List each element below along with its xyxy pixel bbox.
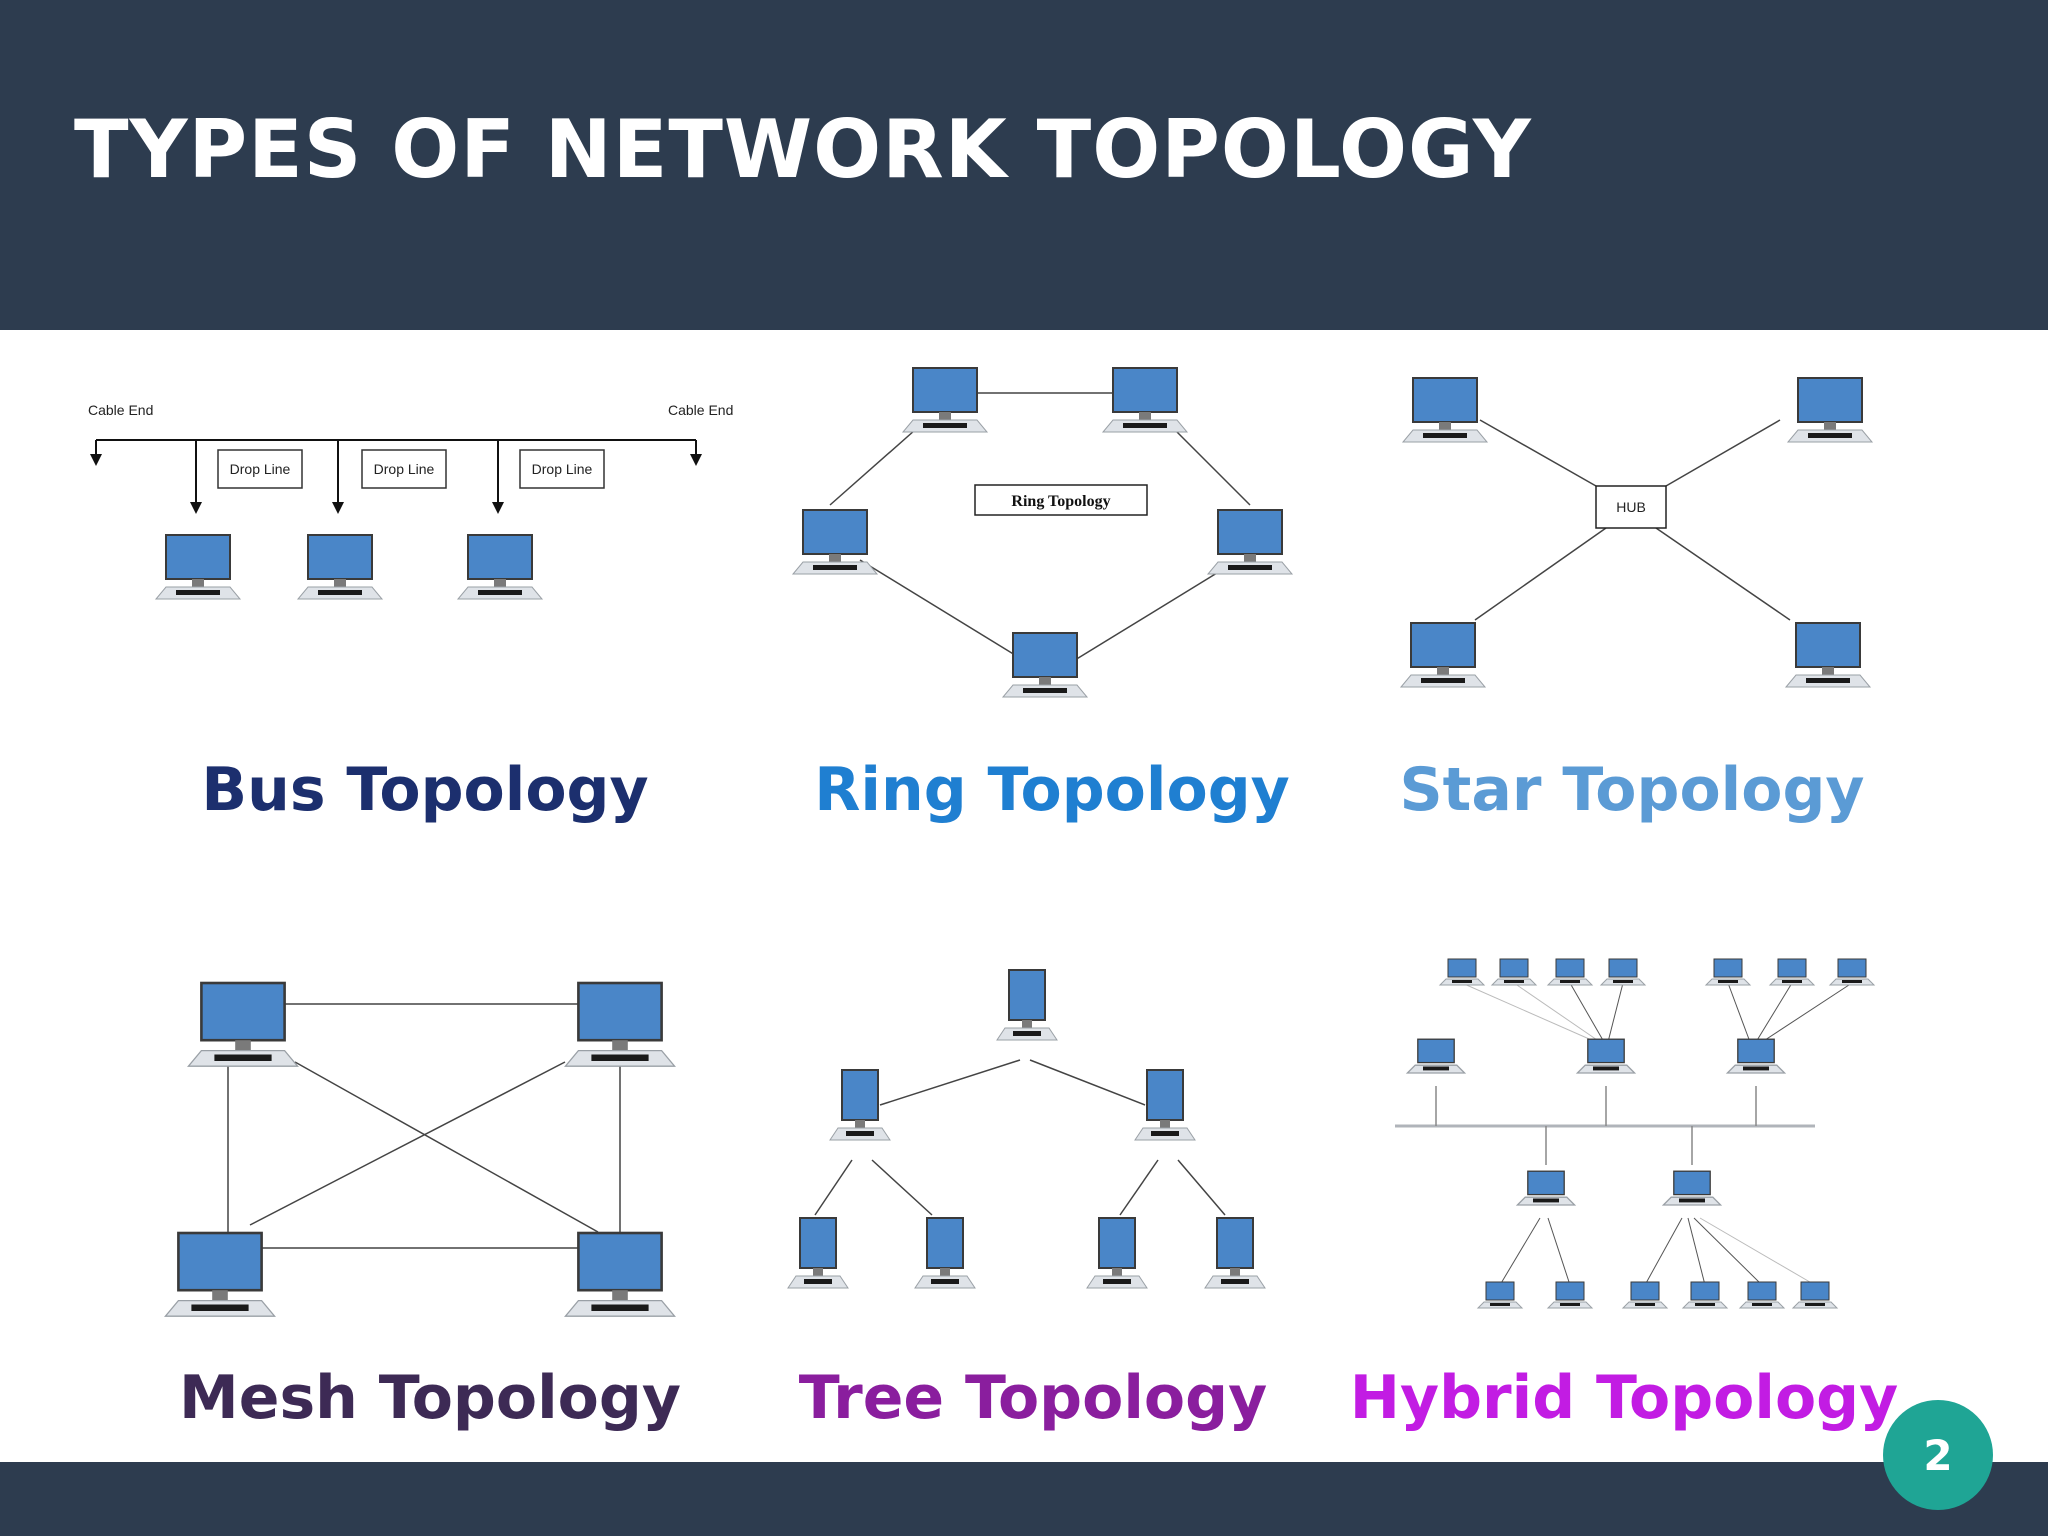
footer-bar — [0, 1462, 2048, 1536]
star-topology-label: Star Topology — [1399, 755, 1865, 825]
mesh-computer-icon — [187, 981, 299, 1068]
star-computer-icon — [1402, 377, 1488, 443]
hybrid-computer-icon — [1705, 958, 1751, 986]
hybrid-computer-icon — [1439, 958, 1485, 986]
hybrid-computer-icon — [1547, 1281, 1593, 1309]
bus-drop-line-box — [217, 449, 303, 489]
mesh-computer-icon — [564, 981, 676, 1068]
star-hub-box — [1595, 485, 1667, 529]
tree-topology-label: Tree Topology — [798, 1363, 1268, 1433]
star-hub-label: HUB — [1616, 499, 1646, 515]
ring-computer-icon — [792, 509, 878, 575]
star-topology-diagram: HUB — [1400, 377, 1873, 688]
bus-computer-icon — [155, 534, 241, 600]
tree-computer-icon — [996, 969, 1058, 1041]
ring-topology-label: Ring Topology — [814, 755, 1290, 825]
tree-computer-icon — [787, 1217, 849, 1289]
ring-computer-icon — [1207, 509, 1293, 575]
hybrid-computer-icon — [1600, 958, 1646, 986]
bus-drop-line-label: Drop Line — [374, 461, 435, 477]
ring-topology-diagram: Ring Topology — [792, 367, 1293, 698]
mesh-topology-diagram — [164, 981, 676, 1318]
star-computer-icon — [1787, 377, 1873, 443]
hybrid-topology-diagram — [1395, 958, 1875, 1309]
bus-cable-end-left-label: Cable End — [88, 402, 153, 418]
bus-computer-icon — [297, 534, 383, 600]
page-number-badge: 2 — [1883, 1400, 1993, 1510]
mesh-computer-icon — [164, 1231, 276, 1318]
ring-computer-icon — [1102, 367, 1188, 433]
bus-drop-line-label: Drop Line — [532, 461, 593, 477]
bus-drop-line-box — [519, 449, 605, 489]
hybrid-computer-icon — [1547, 958, 1593, 986]
star-computer-icon — [1785, 622, 1871, 688]
hybrid-computer-icon — [1622, 1281, 1668, 1309]
hybrid-computer-icon — [1516, 1170, 1576, 1206]
header-bar — [0, 0, 2048, 330]
bus-drop-line-box — [361, 449, 447, 489]
ring-label-box — [974, 484, 1148, 516]
hybrid-computer-icon — [1682, 1281, 1728, 1309]
tree-computer-icon — [1204, 1217, 1266, 1289]
topology-diagrams: Cable End Cable End Drop Line Drop Line … — [88, 367, 1875, 1318]
hybrid-computer-icon — [1792, 1281, 1838, 1309]
hybrid-computer-icon — [1739, 1281, 1785, 1309]
hybrid-computer-icon — [1726, 1038, 1786, 1074]
hybrid-computer-icon — [1477, 1281, 1523, 1309]
tree-computer-icon — [914, 1217, 976, 1289]
hybrid-computer-icon — [1576, 1038, 1636, 1074]
star-computer-icon — [1400, 622, 1486, 688]
mesh-computer-icon — [564, 1231, 676, 1318]
bus-cable-end-right-label: Cable End — [668, 402, 733, 418]
hybrid-computer-icon — [1491, 958, 1537, 986]
ring-computer-icon — [902, 367, 988, 433]
ring-inner-label: Ring Topology — [1011, 493, 1110, 510]
bus-computer-icon — [457, 534, 543, 600]
hybrid-computer-icon — [1662, 1170, 1722, 1206]
tree-computer-icon — [1086, 1217, 1148, 1289]
hybrid-computer-icon — [1769, 958, 1815, 986]
tree-topology-diagram — [787, 969, 1266, 1289]
ring-computer-icon — [1002, 632, 1088, 698]
hybrid-computer-icon — [1829, 958, 1875, 986]
bus-topology-diagram: Cable End Cable End Drop Line Drop Line … — [88, 402, 733, 600]
hybrid-computer-icon — [1406, 1038, 1466, 1074]
hybrid-topology-label: Hybrid Topology — [1349, 1363, 1899, 1433]
bus-drop-line-label: Drop Line — [230, 461, 291, 477]
bus-topology-label: Bus Topology — [201, 755, 649, 825]
mesh-topology-label: Mesh Topology — [179, 1363, 681, 1433]
slide-title: TYPES OF NETWORK TOPOLOGY — [74, 103, 1532, 196]
